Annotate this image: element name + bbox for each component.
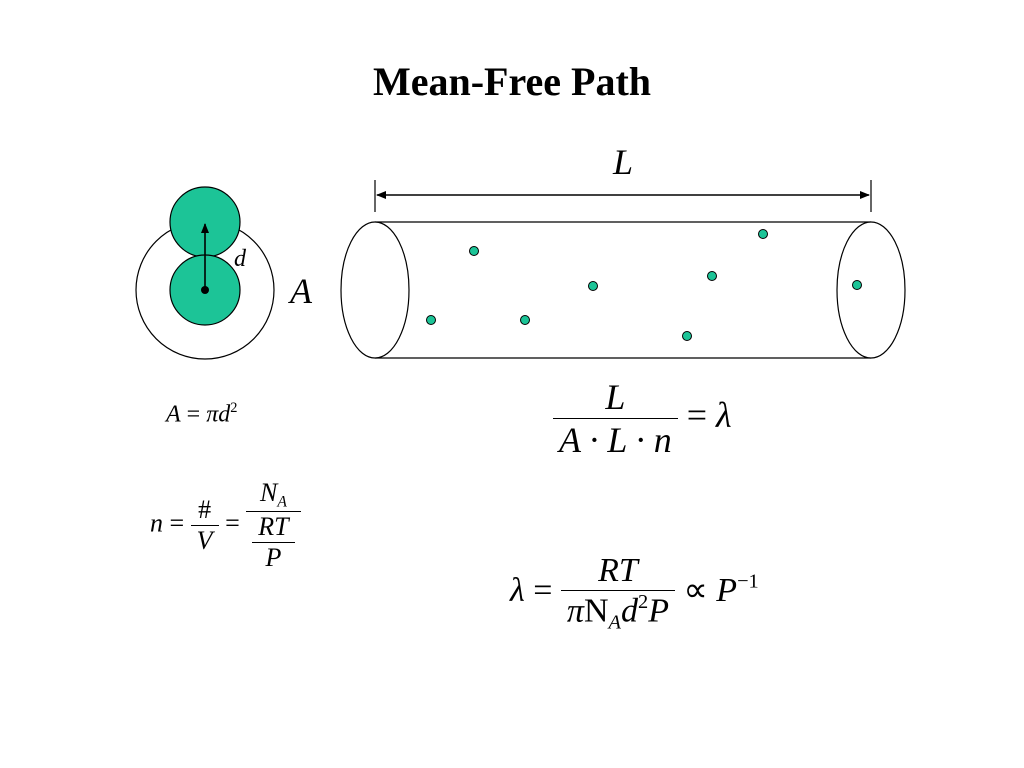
lambda-denominator: πNAd2P	[560, 590, 675, 634]
density-rt: RT	[258, 512, 289, 542]
density-fraction-2: NA RT P	[246, 478, 301, 573]
density-volume: V	[190, 525, 219, 556]
path-ratio-equation: L A · L · n = λ	[553, 376, 732, 461]
area-equals: =	[186, 401, 201, 428]
lambda-lhs: λ	[510, 571, 525, 609]
path-ratio-equals: =	[686, 394, 708, 435]
area-equation: A = πd2	[166, 400, 237, 428]
lambda-avogadro-n: N	[583, 592, 609, 630]
path-ratio-numerator: L	[605, 377, 626, 417]
cylinder-molecule	[758, 229, 768, 239]
cylinder-molecule	[707, 271, 717, 281]
lambda-d: d	[621, 592, 638, 630]
area-exponent: 2	[230, 400, 238, 416]
diameter-label: d	[234, 246, 247, 272]
area-lhs: A	[166, 401, 181, 428]
density-hash: #	[198, 495, 212, 525]
path-ratio-lambda: λ	[716, 394, 732, 435]
cylinder-left-end	[340, 221, 410, 359]
cylinder-molecule	[682, 331, 692, 341]
density-inner-fraction-wrap: RT P	[246, 511, 301, 573]
density-avogadro-sub: A	[277, 493, 287, 511]
lambda-pressure: P	[716, 571, 738, 609]
lambda-d-exponent: 2	[638, 591, 649, 613]
density-avogadro-n: N	[259, 478, 278, 507]
cylinder-right-end	[836, 221, 906, 359]
lambda-fraction: RT πNAd2P	[560, 552, 675, 634]
lambda-den-pressure: P	[648, 592, 669, 630]
cross-section-label: A	[288, 271, 313, 311]
lambda-pi: π	[566, 592, 584, 630]
density-fraction-1: # V	[190, 495, 219, 556]
density-equals-1: =	[169, 508, 185, 538]
lambda-proportional: ∝	[683, 571, 708, 609]
density-pressure: P	[252, 542, 295, 573]
cylinder-molecule	[520, 315, 530, 325]
lambda-equals: =	[533, 571, 553, 609]
density-avogadro: NA	[246, 478, 300, 511]
lambda-numerator: RT	[598, 552, 638, 589]
path-ratio-fraction: L A · L · n	[553, 376, 678, 461]
center-dot	[201, 286, 209, 294]
area-pi: π	[206, 401, 219, 428]
cylinder-molecule	[469, 246, 479, 256]
lambda-avogadro-sub: A	[608, 611, 621, 634]
density-equation: n = # V = NA RT P	[150, 478, 301, 573]
cylinder-molecule	[852, 280, 862, 290]
lambda-exponent: −1	[737, 570, 759, 593]
density-equals-2: =	[225, 508, 240, 538]
path-ratio-denominator: A · L · n	[553, 418, 678, 461]
lambda-equation: λ = RT πNAd2P ∝ P−1	[510, 552, 759, 634]
area-d: d	[218, 401, 231, 428]
density-n: n	[150, 508, 163, 538]
density-inner-fraction: RT P	[252, 512, 295, 573]
page-title: Mean-Free Path	[372, 59, 652, 104]
length-label: L	[612, 142, 633, 182]
cylinder-molecule	[426, 315, 436, 325]
cylinder-molecule	[588, 281, 598, 291]
